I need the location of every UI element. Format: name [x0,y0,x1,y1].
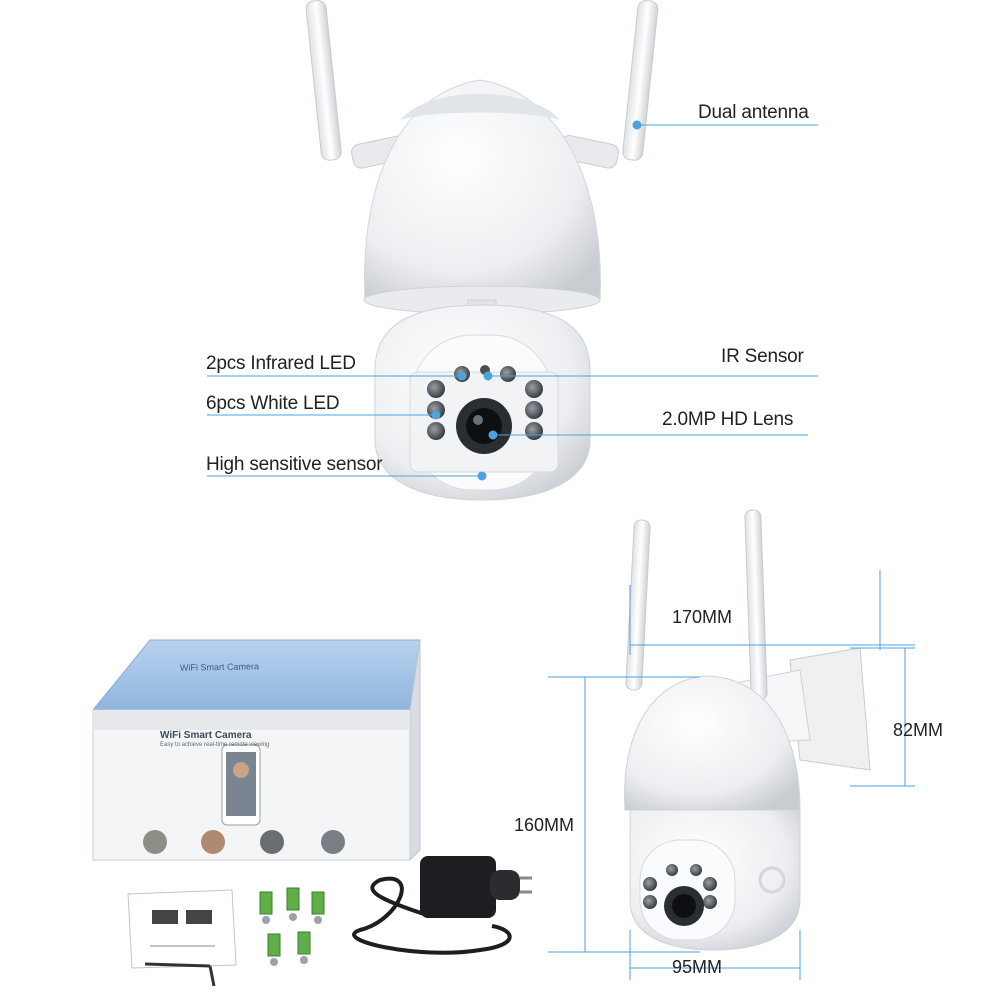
box-lid-text: WiFi Smart Camera [179,661,260,673]
screws-and-anchors [259,887,325,966]
label-sensor: High sensitive sensor [206,454,383,475]
label-white-led: 6pcs White LED [206,393,340,414]
label-dual-antenna: Dual antenna [698,102,809,123]
package-box [91,639,421,862]
power-adapter [352,856,532,955]
side-camera [624,509,871,951]
dimension-depth: 95MM [672,957,723,977]
label-infrared-led: 2pcs Infrared LED [206,353,356,374]
user-manual [127,889,237,969]
screwdriver [144,962,211,968]
dimension-bracket-height: 82MM [893,720,944,740]
label-hd-lens: 2.0MP HD Lens [662,409,794,430]
dimension-lines [548,570,915,980]
dimension-height: 160MM [514,815,575,835]
top-camera-body [363,79,601,501]
label-ir-sensor: IR Sensor [721,346,804,367]
callout-lines [207,120,818,481]
dimension-width: 170MM [672,607,733,627]
box-front-title: WiFi Smart Camera [160,730,252,741]
box-front-subtitle: Easy to achieve real-time remote viewing [160,742,270,748]
